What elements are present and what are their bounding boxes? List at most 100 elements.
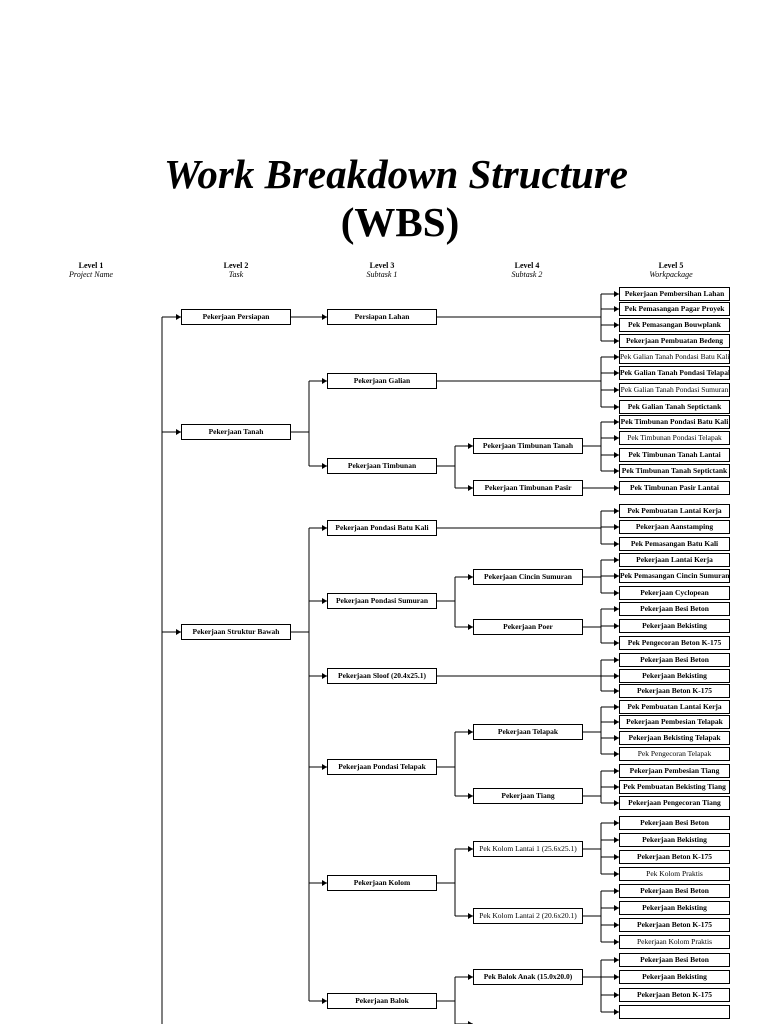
arrowhead: [614, 922, 619, 928]
arrowhead: [468, 793, 473, 799]
arrowhead: [614, 468, 619, 474]
arrowhead: [322, 880, 327, 886]
arrowhead: [468, 974, 473, 980]
arrowhead: [468, 443, 473, 449]
arrowhead: [614, 370, 619, 376]
wbs-node-level5: Pek Pemasangan Batu Kali: [619, 537, 730, 551]
arrowhead: [614, 974, 619, 980]
arrowhead: [614, 888, 619, 894]
arrowhead: [614, 623, 619, 629]
wbs-node-level5: Pekerjaan Aanstamping: [619, 520, 730, 534]
wbs-node-level4: Pekerjaan Timbunan Tanah: [473, 438, 583, 454]
arrowhead: [614, 387, 619, 393]
wbs-node-level4: Pekerjaan Cincin Sumuran: [473, 569, 583, 585]
wbs-node-level2: Pekerjaan Persiapan: [181, 309, 291, 325]
wbs-node-level5: Pek Pemasangan Bouwplank: [619, 318, 730, 332]
arrowhead: [614, 820, 619, 826]
arrowhead: [468, 1021, 473, 1024]
wbs-node-level5: Pekerjaan Besi Beton: [619, 602, 730, 616]
arrowhead: [614, 322, 619, 328]
wbs-node-level5: Pek Timbunan Tanah Lantai: [619, 448, 730, 462]
level-header-2: Level 2 Task: [181, 261, 291, 279]
arrowhead: [614, 573, 619, 579]
wbs-node-level5: Pek Galian Tanah Pondasi Sumuran: [619, 383, 730, 397]
level-desc: Project Name: [69, 270, 113, 279]
wbs-node-level3: Persiapan Lahan: [327, 309, 437, 325]
wbs-node-level4: Pekerjaan Tiang: [473, 788, 583, 804]
level-header-5: Level 5 Workpackage: [616, 261, 726, 279]
wbs-node-level5: Pekerjaan Pembersihan Lahan: [619, 287, 730, 301]
arrowhead: [614, 905, 619, 911]
arrowhead: [614, 735, 619, 741]
arrowhead: [614, 590, 619, 596]
wbs-node-level5: Pekerjaan Beton K-175: [619, 988, 730, 1002]
level-desc: Workpackage: [649, 270, 693, 279]
arrowhead: [614, 800, 619, 806]
wbs-node-level5: Pekerjaan Beton K-175: [619, 684, 730, 698]
arrowhead: [176, 429, 181, 435]
level-name: Level 4: [514, 261, 540, 270]
wbs-node-level4: Pekerjaan Timbunan Pasir: [473, 480, 583, 496]
wbs-node-level5: Pekerjaan Bekisting: [619, 619, 730, 633]
arrowhead: [614, 957, 619, 963]
wbs-node-level3: Pekerjaan Sloof (20.4x25.1): [327, 668, 437, 684]
wbs-node-level5: Pekerjaan Besi Beton: [619, 653, 730, 667]
wbs-node-level5: Pekerjaan Besi Beton: [619, 884, 730, 898]
arrowhead: [614, 508, 619, 514]
arrowhead: [468, 846, 473, 852]
arrowhead: [322, 673, 327, 679]
wbs-node-level5: Pek Pembuatan Lantai Kerja: [619, 700, 730, 714]
level-name: Level 3: [369, 261, 395, 270]
wbs-node-level5: [619, 1005, 730, 1019]
arrowhead: [614, 688, 619, 694]
wbs-node-level5: Pekerjaan Besi Beton: [619, 816, 730, 830]
arrowhead: [614, 784, 619, 790]
arrowhead: [614, 673, 619, 679]
arrowhead: [614, 837, 619, 843]
wbs-node-level5: Pek Pembuatan Lantai Kerja: [619, 504, 730, 518]
arrowhead: [614, 404, 619, 410]
arrowhead: [468, 574, 473, 580]
wbs-node-level5: Pek Pemasangan Pagar Proyek: [619, 302, 730, 316]
wbs-node-level5: Pek Pemasangan Cincin Sumuran: [619, 569, 730, 583]
wbs-node-level5: Pek Pengecoran Beton K-175: [619, 636, 730, 650]
arrowhead: [322, 598, 327, 604]
wbs-node-level5: Pek Timbunan Pondasi Batu Kali: [619, 415, 730, 429]
wbs-node-level5: Pek Timbunan Pondasi Telapak: [619, 431, 730, 445]
arrowhead: [322, 525, 327, 531]
arrowhead: [614, 751, 619, 757]
level-name: Level 5: [658, 261, 684, 270]
wbs-node-level5: Pek Timbunan Tanah Septictank: [619, 464, 730, 478]
wbs-node-level5: Pekerjaan Bekisting: [619, 833, 730, 847]
arrowhead: [614, 306, 619, 312]
arrowhead: [614, 452, 619, 458]
wbs-node-level3: Pekerjaan Pondasi Sumuran: [327, 593, 437, 609]
wbs-node-level5: Pekerjaan Pengecoran Tiang: [619, 796, 730, 810]
wbs-node-level5: Pekerjaan Bekisting: [619, 901, 730, 915]
wbs-node-level5: Pekerjaan Pembesian Tiang: [619, 764, 730, 778]
wbs-node-level5: Pekerjaan Bekisting Telapak: [619, 731, 730, 745]
wbs-node-level5: Pek Kolom Praktis: [619, 867, 730, 881]
level-header-4: Level 4 Subtask 2: [472, 261, 582, 279]
wbs-node-level5: Pekerjaan Lantai Kerja: [619, 553, 730, 567]
wbs-node-level5: Pekerjaan Pembesian Telapak: [619, 715, 730, 729]
wbs-node-level5: Pekerjaan Pembuatan Bedeng: [619, 334, 730, 348]
arrowhead: [614, 541, 619, 547]
arrowhead: [614, 338, 619, 344]
level-header-1: Level 1 Project Name: [36, 261, 146, 279]
wbs-node-level5: Pekerjaan Beton K-175: [619, 850, 730, 864]
arrowhead: [614, 657, 619, 663]
arrowhead: [614, 871, 619, 877]
wbs-node-level5: Pek Galian Tanah Pondasi Batu Kali: [619, 350, 730, 364]
arrowhead: [322, 998, 327, 1004]
wbs-node-level4: Pek Balok Anak (15.0x20.0): [473, 969, 583, 985]
wbs-node-level5: Pekerjaan Bekisting: [619, 970, 730, 984]
arrowhead: [614, 768, 619, 774]
arrowhead: [468, 913, 473, 919]
level-name: Level 1: [78, 261, 104, 270]
wbs-node-level2: Pekerjaan Tanah: [181, 424, 291, 440]
arrowhead: [322, 314, 327, 320]
arrowhead: [614, 354, 619, 360]
wbs-node-level5: Pekerjaan Bekisting: [619, 669, 730, 683]
arrowhead: [468, 624, 473, 630]
